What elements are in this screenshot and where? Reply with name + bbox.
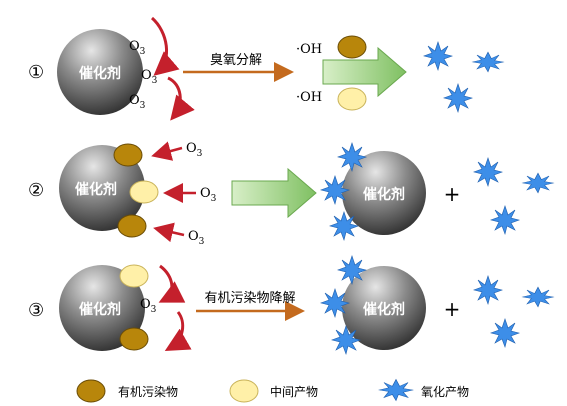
legend-organic-swatch bbox=[76, 379, 106, 403]
hydroxyl-label: ·OH bbox=[296, 42, 322, 57]
organic-pollutant bbox=[337, 35, 367, 59]
legend-oxidation-label: 氧化产物 bbox=[421, 385, 469, 399]
ozone-curved-arrow bbox=[150, 16, 180, 76]
process-label: 有机污染物降解 bbox=[204, 291, 295, 306]
ozone-curved-arrow bbox=[158, 264, 186, 303]
oxidation-product-icon bbox=[490, 318, 520, 348]
oxidation-product-icon bbox=[337, 142, 367, 172]
ozone-arrow bbox=[153, 222, 185, 243]
ozone-label: O3 bbox=[129, 93, 146, 111]
row-1: ① 催化剂 O3 O3 O3 臭氧分解 ·OH ·OH bbox=[28, 16, 504, 121]
catalyst-sphere bbox=[59, 145, 145, 231]
legend-intermediate-swatch bbox=[229, 379, 259, 403]
ozone-label: O3 bbox=[141, 68, 158, 86]
oxidation-product-icon bbox=[329, 211, 359, 241]
ozone-label: O3 bbox=[140, 297, 157, 315]
transition-arrow bbox=[231, 167, 317, 219]
ozone-label: O3 bbox=[188, 229, 205, 247]
hydroxyl-label: ·OH bbox=[296, 90, 322, 105]
oxidation-product-icon bbox=[443, 83, 473, 113]
legend: 有机污染物 中间产物 氧化产物 bbox=[76, 379, 469, 403]
organic-pollutant bbox=[119, 327, 149, 351]
catalyst-label: 催化剂 bbox=[79, 301, 121, 318]
row-2: ② 催化剂 O3 O3 O3 催化剂 + bbox=[28, 141, 554, 247]
catalyst-sphere bbox=[342, 151, 426, 235]
ozone-label: O3 bbox=[186, 141, 203, 159]
row-marker-2: ② bbox=[28, 180, 44, 201]
catalyst-sphere bbox=[59, 265, 145, 351]
intermediate-product bbox=[119, 264, 149, 288]
oxidation-product-icon bbox=[473, 275, 503, 305]
catalyst-sphere bbox=[342, 266, 426, 350]
ozone-label: O3 bbox=[200, 186, 217, 204]
oxidation-product-icon bbox=[423, 41, 453, 71]
plus-sign: + bbox=[444, 182, 461, 206]
organic-pollutant bbox=[117, 214, 147, 238]
catalyst-sphere bbox=[57, 29, 143, 115]
ozone-arrow bbox=[151, 141, 183, 161]
legend-organic-label: 有机污染物 bbox=[118, 384, 178, 399]
plus-sign: + bbox=[444, 297, 461, 321]
process-label: 臭氧分解 bbox=[210, 53, 262, 68]
ozone-curved-arrow bbox=[164, 311, 192, 351]
catalyst-label: 催化剂 bbox=[75, 181, 117, 198]
oxidation-product-icon bbox=[490, 205, 520, 235]
oxidation-product-icon bbox=[472, 51, 504, 73]
legend-intermediate-label: 中间产物 bbox=[270, 384, 318, 399]
transition-arrow bbox=[322, 46, 407, 98]
row-marker-1: ① bbox=[28, 62, 44, 83]
intermediate-product bbox=[337, 87, 367, 111]
oxidation-product-icon bbox=[522, 172, 554, 194]
oxidation-product-icon bbox=[473, 157, 503, 187]
oxidation-product-icon bbox=[522, 286, 554, 308]
ozone-label: O3 bbox=[129, 39, 146, 57]
intermediate-product bbox=[129, 180, 159, 204]
row-3: ③ 催化剂 O3 有机污染物降解 催化剂 + bbox=[28, 255, 554, 355]
catalyst-label: 催化剂 bbox=[363, 301, 405, 318]
catalyst-label: 催化剂 bbox=[79, 65, 121, 82]
ozone-curved-arrow bbox=[167, 76, 195, 121]
row-marker-3: ③ bbox=[28, 300, 44, 321]
oxidation-product-icon bbox=[320, 175, 350, 205]
catalyst-label: 催化剂 bbox=[363, 186, 405, 203]
oxidation-product-icon bbox=[331, 325, 361, 355]
legend-oxidation-icon bbox=[378, 379, 414, 401]
organic-pollutant bbox=[113, 143, 143, 167]
oxidation-product-icon bbox=[337, 255, 367, 285]
oxidation-product-icon bbox=[320, 288, 350, 318]
